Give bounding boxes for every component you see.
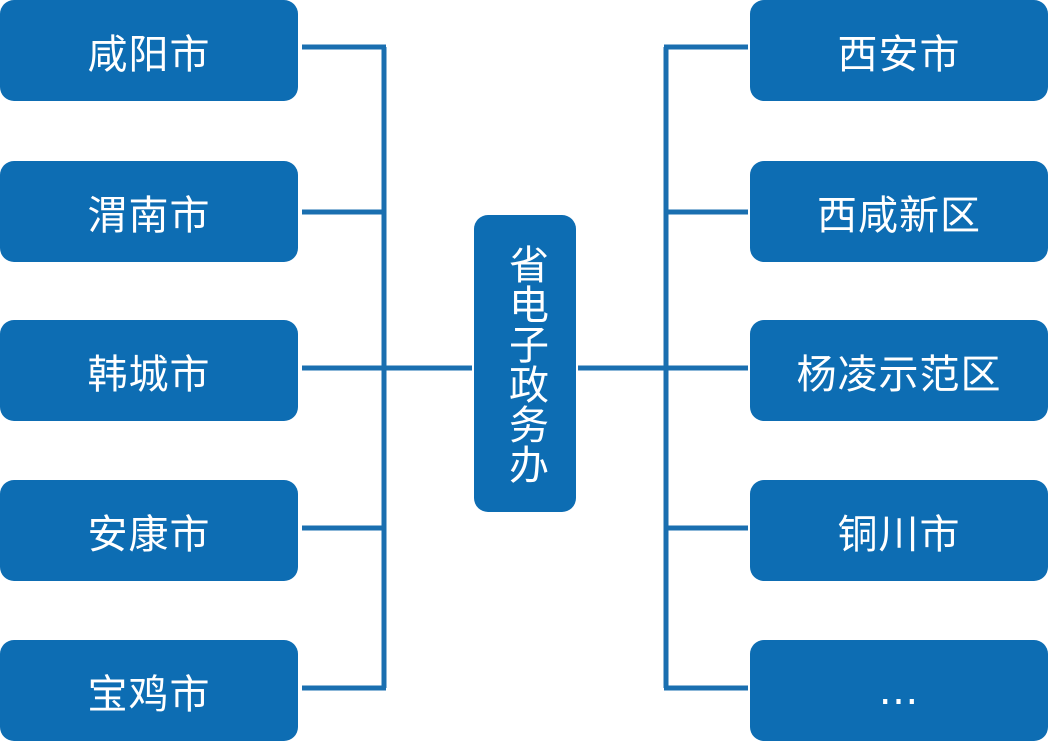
node-label: 咸阳市 (87, 31, 211, 78)
node-label: 安康市 (87, 511, 211, 558)
node-xian: 西安市 (750, 0, 1048, 101)
node-hancheng: 韩城市 (0, 320, 298, 421)
node-xianyang: 咸阳市 (0, 0, 298, 101)
node-ankang: 安康市 (0, 480, 298, 581)
node-label: 铜川市 (837, 511, 961, 558)
node-yangling-demo-zone: 杨凌示范区 (750, 320, 1048, 421)
node-label: 杨凌示范区 (796, 351, 1002, 398)
node-baoji: 宝鸡市 (0, 640, 298, 741)
node-tongchuan: 铜川市 (750, 480, 1048, 581)
node-label: 渭南市 (87, 192, 211, 239)
node-weinan: 渭南市 (0, 161, 298, 262)
node-label: 西安市 (837, 31, 961, 78)
node-provincial-egov-office: 省电子政务办 (474, 215, 576, 512)
node-label: 韩城市 (87, 351, 211, 398)
node-xixian-new-area: 西咸新区 (750, 161, 1048, 262)
center-label: 省电子政务办 (502, 243, 548, 484)
node-label: 宝鸡市 (87, 671, 211, 718)
node-label: … (878, 667, 920, 714)
node-label: 西咸新区 (817, 192, 981, 239)
node-more: … (750, 640, 1048, 741)
